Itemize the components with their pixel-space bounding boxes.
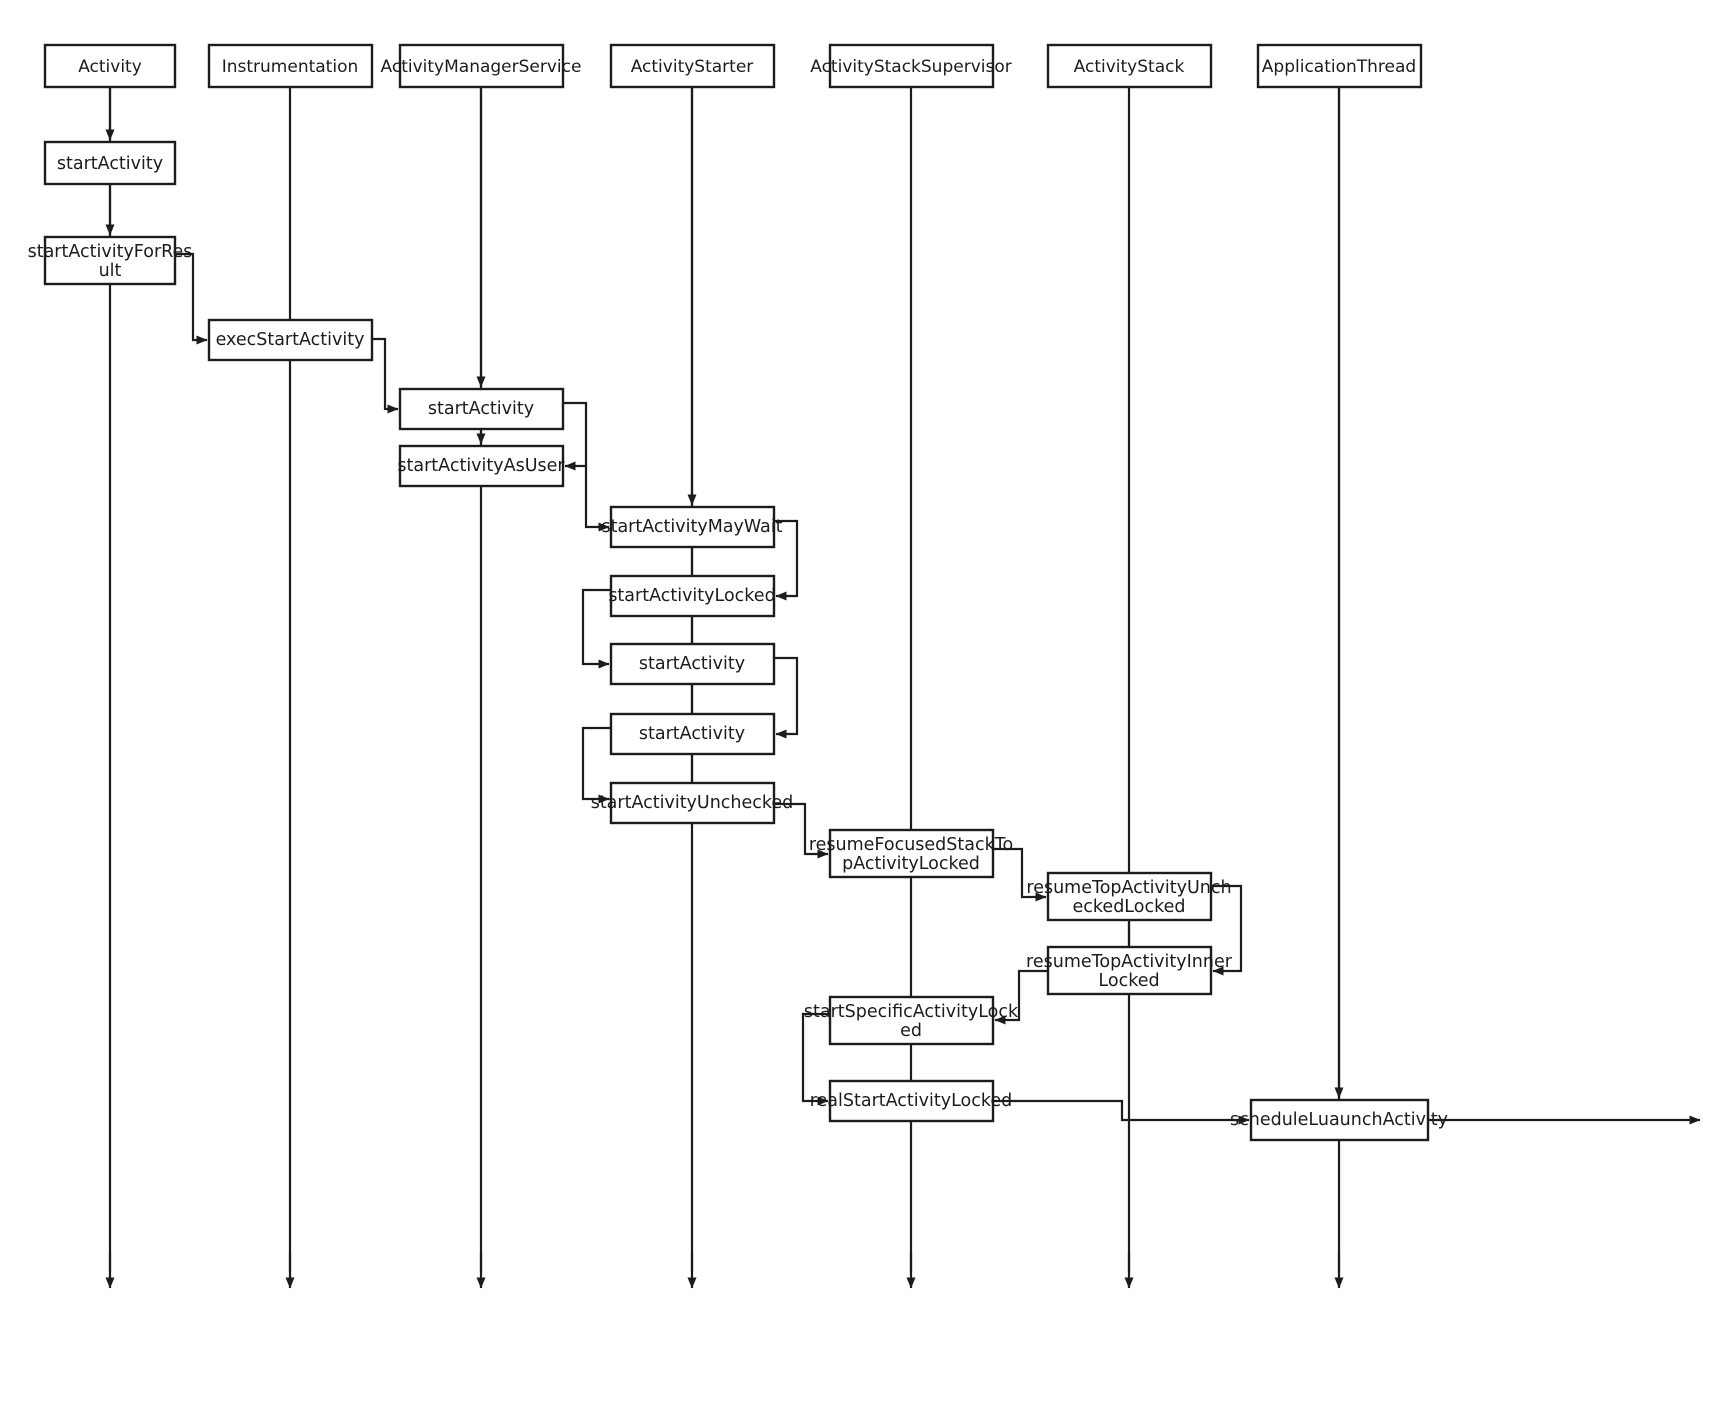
node-label: startActivityMayWait [601,517,782,537]
node-label-line2: ed [900,1021,922,1041]
node-start-activity-unchecked[interactable]: startActivityUnchecked [591,781,794,825]
node-label: startActivity [639,654,745,674]
node-label: realStartActivityLocked [810,1091,1013,1111]
node-start-activity-1[interactable]: startActivity [43,140,177,186]
node-start-specific-activity-locked[interactable]: startSpecificActivityLock ed [804,995,1019,1046]
participant-head-activitymanagerservice-label: ActivityManagerService [381,57,582,77]
node-label: resumeTopActivityInner [1026,952,1233,972]
node-label: startActivityLocked [608,586,775,606]
node-real-start-activity-locked[interactable]: realStartActivityLocked [810,1079,1013,1123]
message-m18 [994,969,1048,1025]
node-resume-focused-stack-top-activity-locked[interactable]: resumeFocusedStackTo pActivityLocked [809,828,1013,879]
messages-group [105,87,1701,1125]
participant-head-activitystacksupervisor-label: ActivityStackSupervisor [810,57,1011,77]
node-label: resumeFocusedStackTo [809,835,1013,855]
node-start-activity-may-wait[interactable]: startActivityMayWait [601,505,783,549]
participant-head-applicationthread[interactable]: ApplicationThread [1256,43,1423,89]
node-label-line2: eckedLocked [1073,897,1186,917]
node-label-line2: pActivityLocked [842,854,980,874]
message-m13 [774,656,799,739]
node-resume-top-activity-unchecked-locked[interactable]: resumeTopActivityUnch eckedLocked [1026,871,1232,922]
message-m17 [1211,884,1243,976]
message-m16 [993,847,1047,902]
message-nodes-group: startActivity startActivityForRes ult ex… [28,140,1448,1142]
participant-head-activity[interactable]: Activity [43,43,177,89]
node-start-activity-for-result[interactable]: startActivityForRes ult [28,235,193,286]
node-start-activity-locked[interactable]: startActivityLocked [608,574,776,618]
node-label: startActivityForRes [28,242,193,262]
message-m3 [175,252,208,345]
node-label: startActivity [639,724,745,744]
message-m8 [584,466,610,532]
message-m5 [372,337,399,414]
message-m15 [774,802,829,859]
node-label: startSpecificActivityLock [804,1002,1019,1022]
participant-heads-group: Activity Instrumentation ActivityManager… [43,43,1423,89]
node-ams-start-activity[interactable]: startActivity [398,387,565,431]
node-starter-start-activity-1[interactable]: startActivity [609,642,776,686]
participant-head-applicationthread-label: ApplicationThread [1262,57,1416,77]
node-label: resumeTopActivityUnch [1026,878,1231,898]
node-label: startActivity [57,154,163,174]
participant-head-activity-label: Activity [78,57,142,77]
participant-head-activitystack-label: ActivityStack [1074,57,1185,77]
message-m11 [774,519,799,601]
participant-head-activitymanagerservice[interactable]: ActivityManagerService [381,43,582,89]
node-resume-top-activity-inner-locked[interactable]: resumeTopActivityInner Locked [1026,945,1233,996]
node-start-activity-as-user[interactable]: startActivityAsUser [397,444,565,488]
node-exec-start-activity[interactable]: execStartActivity [207,318,374,362]
participant-head-activitystacksupervisor[interactable]: ActivityStackSupervisor [810,43,1012,89]
message-m20 [993,1099,1250,1125]
node-label: execStartActivity [216,330,365,350]
lifelines-group [105,87,1344,1289]
message-m14 [581,726,611,804]
node-label-line2: Locked [1098,971,1159,991]
node-label: scheduleLuaunchActivity [1230,1110,1448,1130]
node-label: startActivityAsUser [397,456,565,476]
message-m12 [581,588,611,669]
node-label: startActivity [428,399,534,419]
participant-head-activitystack[interactable]: ActivityStack [1046,43,1213,89]
participant-head-instrumentation[interactable]: Instrumentation [207,43,374,89]
node-schedule-launch-activity[interactable]: scheduleLuaunchActivity [1230,1098,1448,1142]
participant-head-activitystarter-label: ActivityStarter [631,57,754,77]
message-m7 [563,401,588,471]
participant-head-activitystarter[interactable]: ActivityStarter [609,43,776,89]
node-label: startActivityUnchecked [591,793,794,813]
participant-head-instrumentation-label: Instrumentation [222,57,359,77]
node-starter-start-activity-2[interactable]: startActivity [609,712,776,756]
node-label-line2: ult [99,261,122,281]
message-m19 [801,1012,830,1106]
